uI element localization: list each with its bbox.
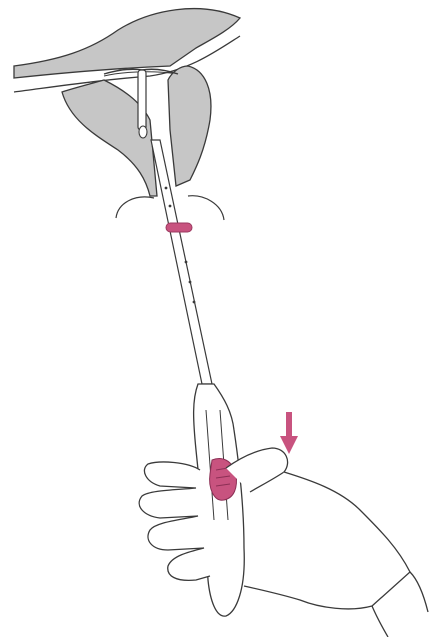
uterine-wall-outer xyxy=(14,9,240,78)
iud-stem xyxy=(138,70,146,130)
hand-fingers xyxy=(139,462,210,580)
tube-mark xyxy=(169,205,172,208)
down-arrow xyxy=(280,412,298,454)
tube-mark xyxy=(189,281,192,284)
depth-flange xyxy=(166,223,192,232)
down-arrow-shaft xyxy=(286,412,292,438)
uterine-body-right xyxy=(168,66,211,186)
iud-bulb xyxy=(139,126,147,138)
hand-palm xyxy=(244,472,410,609)
flange-ring xyxy=(166,223,192,232)
cervix-right-arc xyxy=(188,196,224,220)
uterus xyxy=(14,9,240,196)
tube-mark xyxy=(193,301,196,304)
tube-mark xyxy=(165,187,168,190)
cervix-left-arc xyxy=(116,197,154,218)
gloved-hand xyxy=(139,448,428,637)
tube-mark xyxy=(185,261,188,264)
